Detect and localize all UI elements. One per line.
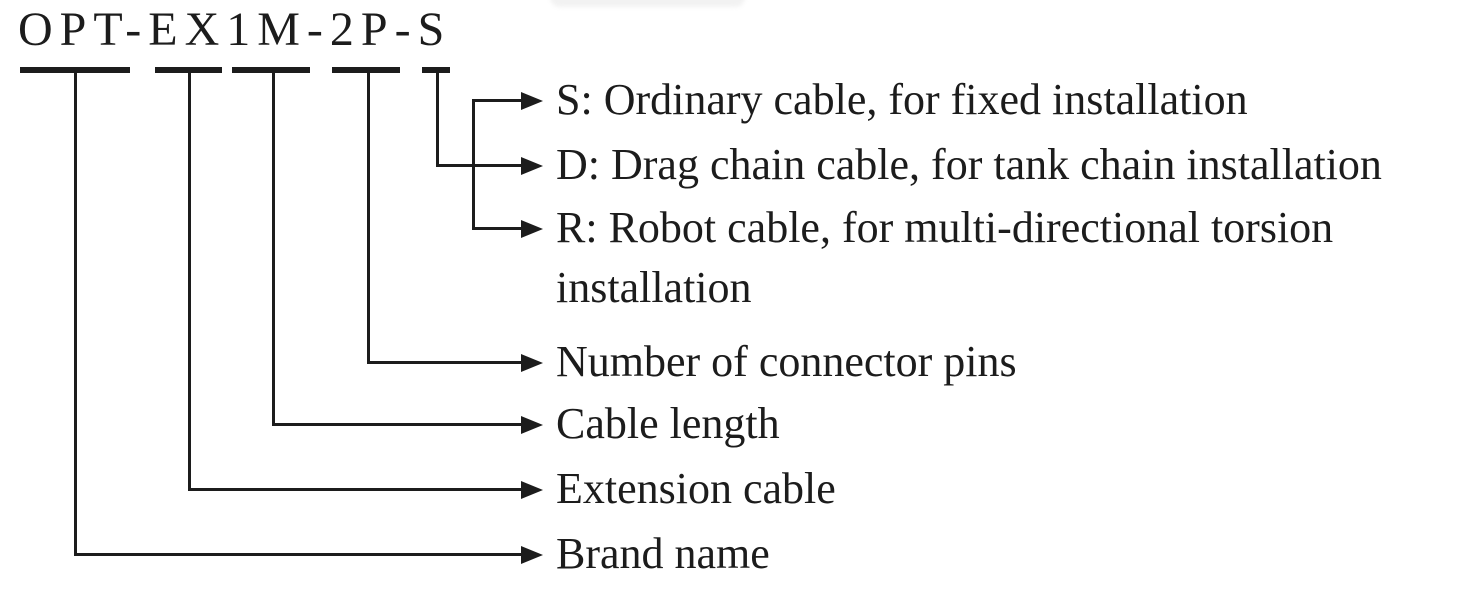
label-cable-type-r-line2: installation <box>556 263 752 312</box>
label-connector-pins: Number of connector pins <box>556 337 1017 386</box>
page-edge-artifact <box>550 0 745 7</box>
arrow-right-icon <box>521 157 543 175</box>
code-underline-2p <box>332 67 400 73</box>
arrow-right-icon <box>521 546 543 564</box>
leader-line-cabletype-vertical <box>436 73 439 167</box>
leader-line-s-horizontal <box>472 99 521 102</box>
arrow-right-icon <box>521 220 543 238</box>
part-number-code: OPT-EX1M-2P-S <box>18 3 452 56</box>
label-extension-cable: Extension cable <box>556 464 836 513</box>
leader-line-r-horizontal <box>472 227 521 230</box>
leader-line-pins-vertical <box>367 73 370 364</box>
leader-line-extension-vertical <box>188 73 191 491</box>
label-cable-type-r: R: Robot cable, for multi-directional to… <box>556 198 1333 318</box>
arrow-right-icon <box>521 354 543 372</box>
arrow-right-icon <box>521 481 543 499</box>
leader-line-d-horizontal <box>436 164 521 167</box>
label-cable-type-s: S: Ordinary cable, for fixed installatio… <box>556 75 1248 124</box>
leader-line-brand-vertical <box>74 73 77 556</box>
arrow-right-icon <box>521 416 543 434</box>
code-underline-1m <box>232 67 310 73</box>
label-cable-type-d: D: Drag chain cable, for tank chain inst… <box>556 140 1382 189</box>
leader-line-pins-horizontal <box>367 361 521 364</box>
leader-line-brand-horizontal <box>74 553 521 556</box>
arrow-right-icon <box>521 92 543 110</box>
code-underline-ex <box>155 67 222 73</box>
label-cable-length: Cable length <box>556 399 780 448</box>
code-underline-s <box>422 67 450 73</box>
label-brand-name: Brand name <box>556 529 770 578</box>
leader-line-length-horizontal <box>272 423 521 426</box>
leader-line-extension-horizontal <box>188 488 521 491</box>
code-underline-opt <box>20 67 130 73</box>
label-cable-type-r-line1: R: Robot cable, for multi-directional to… <box>556 203 1334 252</box>
leader-line-length-vertical <box>272 73 275 426</box>
